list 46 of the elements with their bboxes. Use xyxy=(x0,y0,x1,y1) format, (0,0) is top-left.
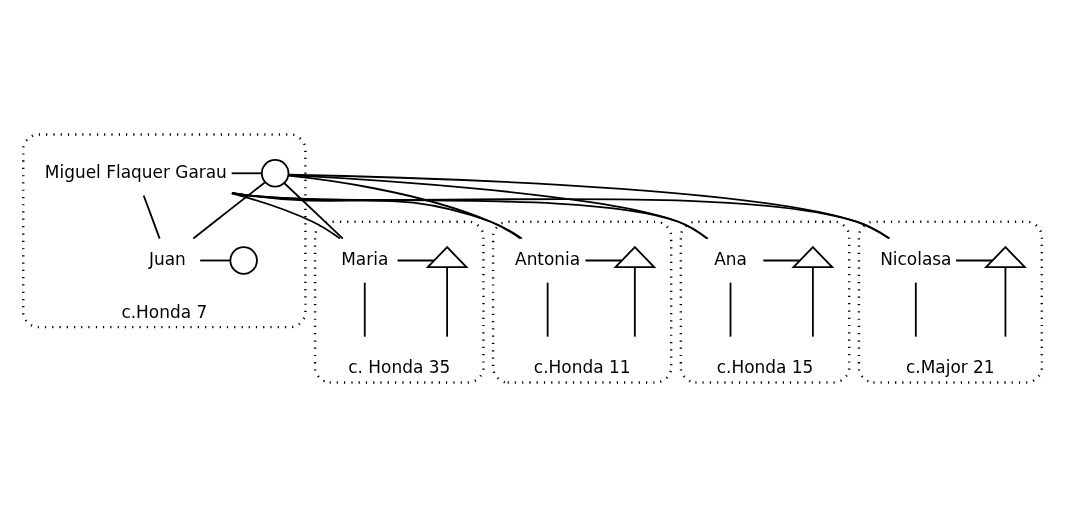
connector xyxy=(287,174,522,240)
node-text: Juan xyxy=(148,248,186,269)
node-text: Antonia xyxy=(515,248,581,269)
connector xyxy=(446,266,449,338)
connector xyxy=(192,181,266,240)
node-text: Miguel Flaquer Garau xyxy=(44,161,227,182)
connector xyxy=(231,192,523,240)
connector xyxy=(633,266,636,338)
connector xyxy=(914,281,917,338)
connector xyxy=(283,182,344,240)
connector xyxy=(287,173,890,240)
node-label: c.Honda 7 xyxy=(121,301,208,322)
node-triangle xyxy=(425,245,469,269)
connector xyxy=(142,194,161,240)
node-text: Maria xyxy=(341,248,389,269)
cluster xyxy=(491,220,673,384)
node-label: c.Honda 15 xyxy=(716,357,814,378)
connector xyxy=(955,259,994,262)
connector xyxy=(363,281,366,338)
node-triangle xyxy=(613,245,657,269)
cluster xyxy=(857,220,1043,384)
connector xyxy=(231,192,891,240)
node-text: Ana xyxy=(714,248,747,269)
connector xyxy=(287,174,709,240)
node-circle xyxy=(260,159,290,188)
connector xyxy=(584,259,623,262)
connector xyxy=(230,172,263,175)
node-circle xyxy=(229,246,258,275)
connector xyxy=(396,259,435,262)
connector xyxy=(231,192,709,240)
cluster xyxy=(679,220,851,384)
connector xyxy=(1004,266,1007,338)
node-text: Nicolasa xyxy=(880,248,952,269)
connector xyxy=(230,192,341,240)
node-triangle xyxy=(983,245,1027,269)
connector xyxy=(729,281,732,338)
connector xyxy=(199,259,231,262)
node-label: c. Honda 35 xyxy=(348,357,451,378)
node-triangle xyxy=(791,245,835,269)
node-label: c.Honda 11 xyxy=(533,357,631,378)
connector xyxy=(546,281,549,338)
connector xyxy=(811,266,814,338)
cluster xyxy=(313,220,485,384)
cluster xyxy=(22,133,307,329)
node-label: c.Major 21 xyxy=(905,357,995,378)
connector xyxy=(762,259,801,262)
